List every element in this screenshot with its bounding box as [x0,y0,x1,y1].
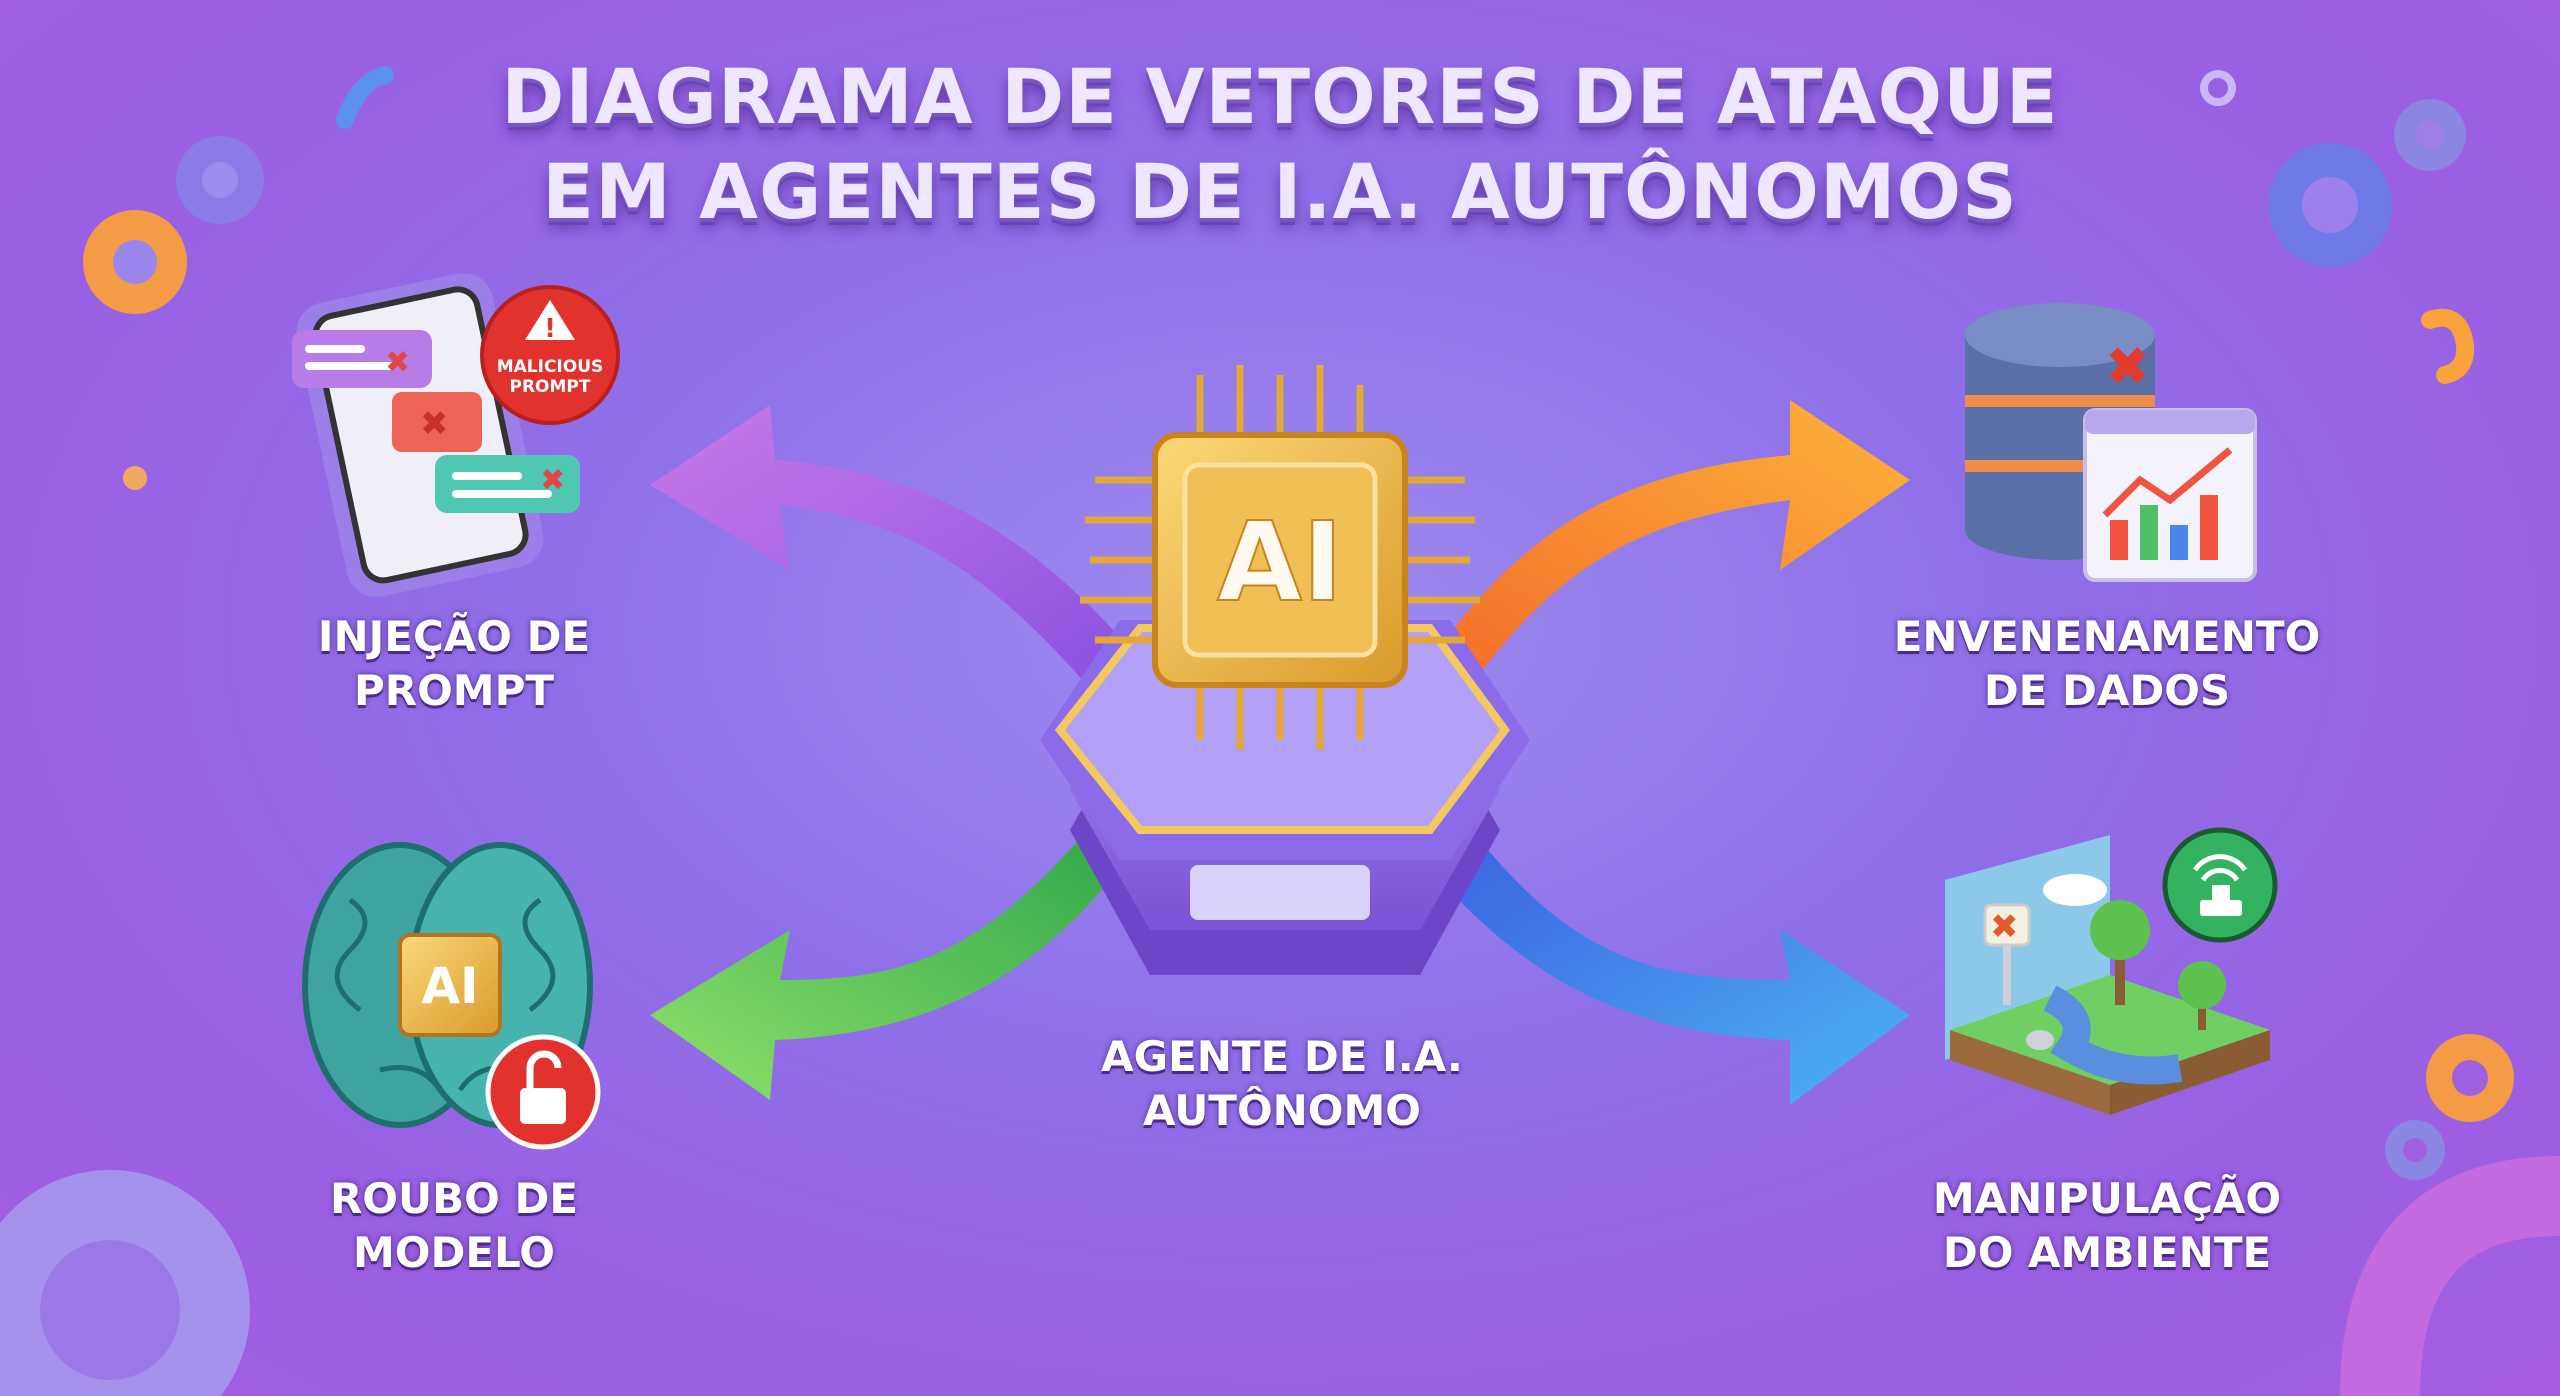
svg-text:✖: ✖ [1990,907,2019,947]
swirl-decoration [2421,308,2475,384]
arrow-environment-manipulation [1440,815,1910,1105]
label-line: AUTÔNOMO [1142,1086,1422,1135]
label-line: ENVENENAMENTO [1893,612,2321,661]
label-line: MODELO [352,1228,556,1277]
gear-icon [83,210,187,314]
database-chart-icon: ✖ [1965,303,2257,582]
svg-text:!: ! [544,314,556,344]
label-autonomous-agent: AGENTE DE I.A. AUTÔNOMO [1002,1030,1562,1138]
label-line: AGENTE DE I.A. [1101,1032,1463,1081]
label-environment-manipulation: MANIPULAÇÃO DO AMBIENTE [1827,1172,2387,1280]
label-data-poisoning: ENVENENAMENTO DE DADOS [1827,610,2387,718]
label-line: DO AMBIENTE [1942,1228,2272,1277]
malicious-prompt-phone-icon: ✖ ✖ ✖ ! MALICIOUS PROMPT [292,273,620,597]
dot-decoration [123,466,147,490]
brain-lock-icon: AI [302,842,601,1150]
svg-text:✖: ✖ [2105,335,2150,398]
badge-text: MALICIOUS [497,357,604,377]
gear-icon [2268,143,2392,267]
svg-text:✖: ✖ [420,404,449,444]
label-line: ROUBO DE [329,1174,579,1223]
gear-icon [0,1170,250,1396]
ring-decoration [2200,70,2236,106]
swirl-decoration [336,66,394,129]
chip-label: AI [421,957,478,1015]
label-line: INJEÇÃO DE [317,612,591,661]
title-line-2: EM AGENTES DE I.A. AUTÔNOMOS [542,147,2018,236]
label-model-theft: ROUBO DE MODELO [174,1172,734,1280]
ring-decoration [2340,1156,2560,1396]
arrow-prompt-injection [650,405,1140,700]
svg-text:✖: ✖ [385,345,410,380]
chip-label: AI [1217,498,1343,626]
label-line: MANIPULAÇÃO [1932,1174,2282,1223]
svg-text:✖: ✖ [540,463,565,498]
arrow-data-poisoning [1430,400,1910,700]
arrow-model-theft [650,815,1110,1100]
ai-chip-icon: AI [1080,365,1480,750]
label-line: DE DADOS [1983,666,2231,715]
gear-icon [176,136,264,224]
label-line: PROMPT [353,666,555,715]
warning-badge: ! MALICIOUS PROMPT [480,285,620,425]
gear-icon [2394,99,2466,171]
gear-icon [2385,1120,2445,1180]
title-line-1: DIAGRAMA DE VETORES DE ATAQUE [501,52,2059,141]
badge-text: PROMPT [510,377,591,397]
label-prompt-injection: INJEÇÃO DE PROMPT [174,610,734,718]
gear-icon [2426,1034,2514,1122]
environment-diorama-icon: ✖ [1945,827,2278,1115]
